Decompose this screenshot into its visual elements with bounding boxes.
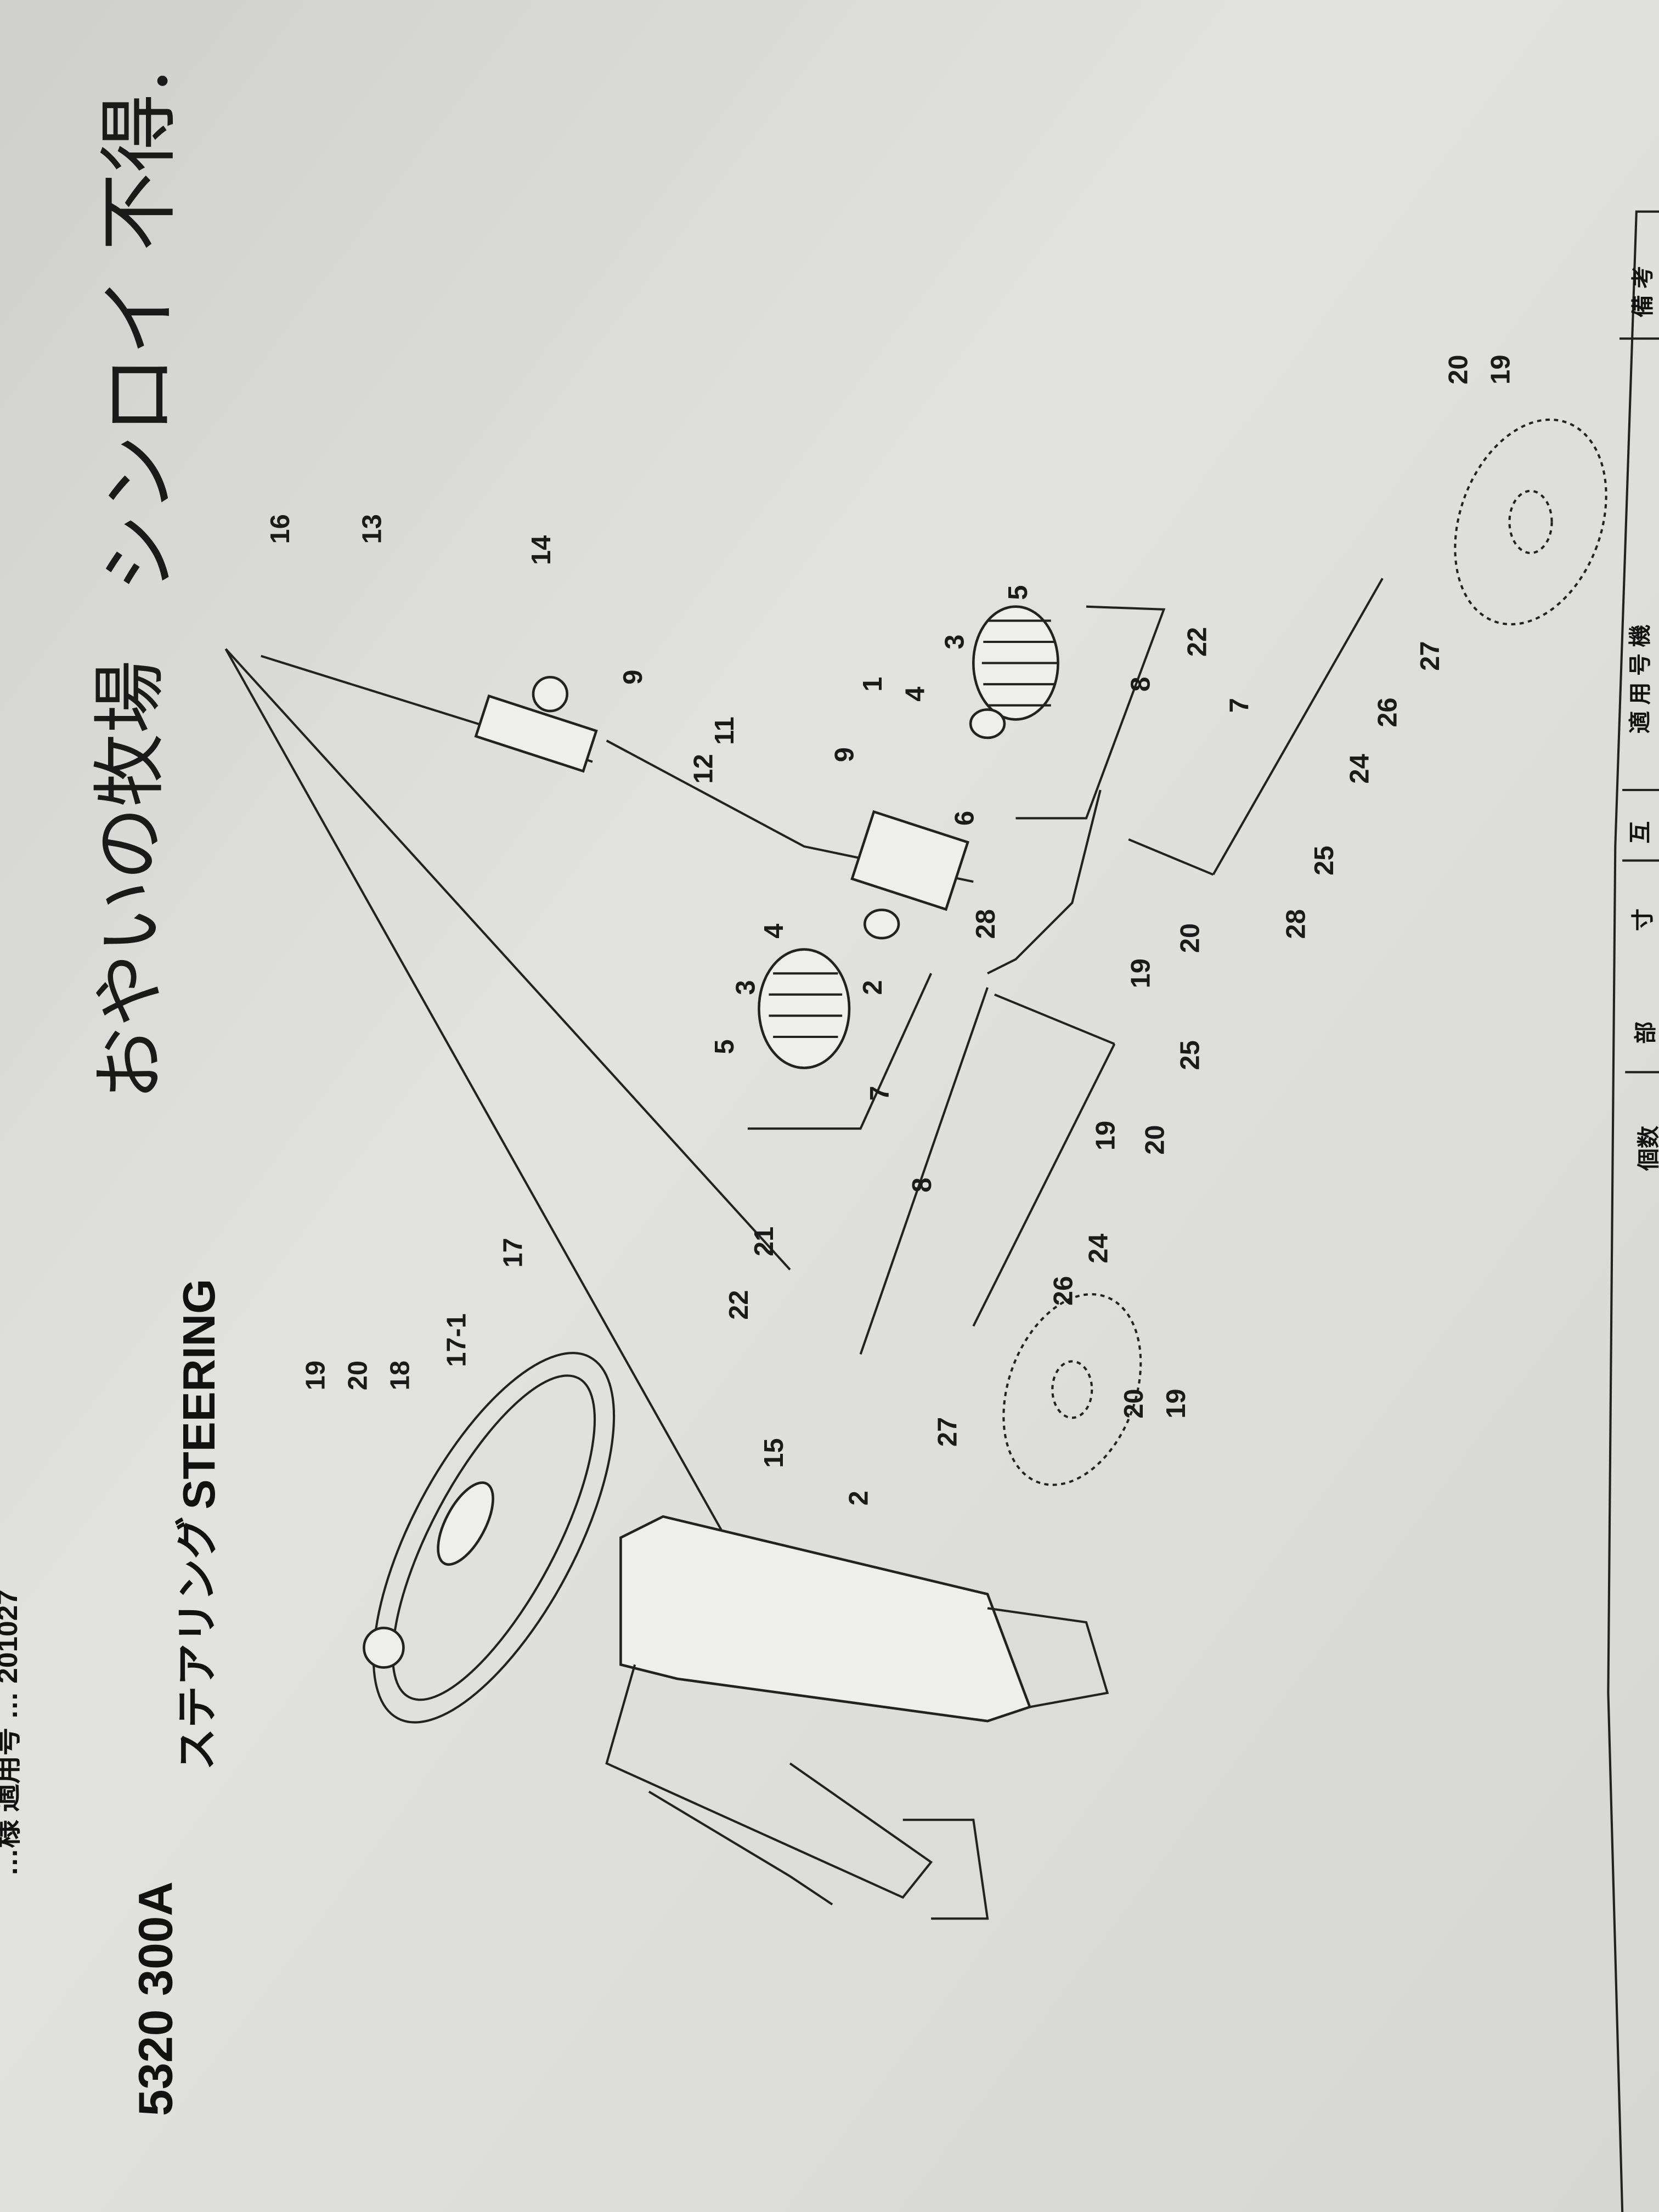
steering-wheel bbox=[363, 1352, 616, 1724]
spring-lower bbox=[758, 948, 851, 1069]
callout-label: 26 bbox=[1048, 1276, 1078, 1306]
callout-label: 7 bbox=[1225, 698, 1255, 713]
callout-label: 19 bbox=[301, 1361, 330, 1390]
callout-label: 16 bbox=[266, 514, 295, 544]
callout-label: 3 bbox=[940, 634, 969, 649]
table-header-interchange: 互 bbox=[1627, 821, 1652, 844]
callout-label: 20 bbox=[343, 1361, 373, 1390]
callout-label: 12 bbox=[689, 754, 719, 783]
model-code: 5320 300A bbox=[129, 1881, 183, 2116]
callout-label: 22 bbox=[1183, 627, 1212, 657]
table-header-size: 寸 bbox=[1630, 909, 1656, 931]
callout-label: 5 bbox=[1003, 585, 1033, 600]
callout-label: 8 bbox=[1126, 677, 1156, 692]
table-header-part: 部 bbox=[1633, 1022, 1658, 1044]
callout-label: 3 bbox=[731, 980, 761, 995]
callout-label: 7 bbox=[865, 1086, 895, 1101]
callout-label: 11 bbox=[710, 716, 740, 745]
callout-label: 19 bbox=[1091, 1121, 1120, 1150]
callout-label: 28 bbox=[1282, 909, 1311, 939]
title-en: STEERING bbox=[174, 1279, 224, 1510]
callout-label: 20 bbox=[1140, 1125, 1170, 1155]
callout-label: 26 bbox=[1373, 697, 1403, 727]
callout-label: 6 bbox=[950, 811, 979, 826]
frame bbox=[605, 1515, 1109, 1920]
callout-label: 25 bbox=[1310, 845, 1339, 875]
callout-label: 2 bbox=[844, 1491, 873, 1505]
callout-label: 20 bbox=[1119, 1389, 1149, 1418]
callout-label: 21 bbox=[749, 1227, 779, 1256]
callout-label: 17 bbox=[498, 1238, 528, 1267]
partial-top-text: …様 適用号 … 201027 bbox=[0, 1589, 23, 1876]
handwritten-note-2: シンロイ 不得. bbox=[93, 68, 185, 592]
callout-label: 19 bbox=[1486, 355, 1515, 385]
callout-label: 24 bbox=[1084, 1234, 1114, 1263]
callout-label: 4 bbox=[900, 687, 930, 702]
handwritten-note-farm: おやいの牧場 bbox=[87, 660, 173, 1100]
callout-label: 14 bbox=[527, 535, 556, 565]
callout-label: 22 bbox=[724, 1290, 754, 1319]
title-jp: ステアリング bbox=[174, 1516, 221, 1770]
table-header-remarks: 備 考 bbox=[1630, 266, 1656, 318]
spring-upper bbox=[972, 605, 1059, 721]
callout-label: 24 bbox=[1345, 754, 1374, 783]
callout-label: 15 bbox=[759, 1438, 789, 1468]
callout-label: 20 bbox=[1443, 355, 1473, 385]
callout-label: 18 bbox=[386, 1361, 415, 1390]
steering-drawing bbox=[224, 418, 1607, 1920]
callout-label: 28 bbox=[971, 909, 1001, 939]
callout-label: 27 bbox=[933, 1417, 962, 1447]
callout-label: 9 bbox=[830, 747, 860, 762]
callout-label: 13 bbox=[357, 514, 387, 544]
callout-label: 4 bbox=[759, 924, 789, 939]
callout-label: 25 bbox=[1176, 1040, 1205, 1070]
callout-label: 1 bbox=[858, 677, 888, 692]
table-header-applicable-model: 適 用 号 機 bbox=[1627, 624, 1652, 733]
callout-label: 19 bbox=[1126, 958, 1156, 988]
callout-label: 20 bbox=[1176, 923, 1205, 953]
table-header-quantity: 個数 bbox=[1636, 1125, 1659, 1171]
callout-label: 19 bbox=[1161, 1389, 1191, 1418]
callout-label: 9 bbox=[618, 670, 648, 685]
callout-label: 2 bbox=[858, 980, 888, 995]
parts-table-header: 備 考 適 用 号 機 互 寸 部 個数 bbox=[1607, 210, 1659, 2212]
callout-label: 8 bbox=[907, 1177, 937, 1192]
callout-label: 27 bbox=[1415, 641, 1445, 671]
callout-label: 5 bbox=[710, 1039, 740, 1054]
callout-label: 17-1 bbox=[442, 1313, 472, 1367]
